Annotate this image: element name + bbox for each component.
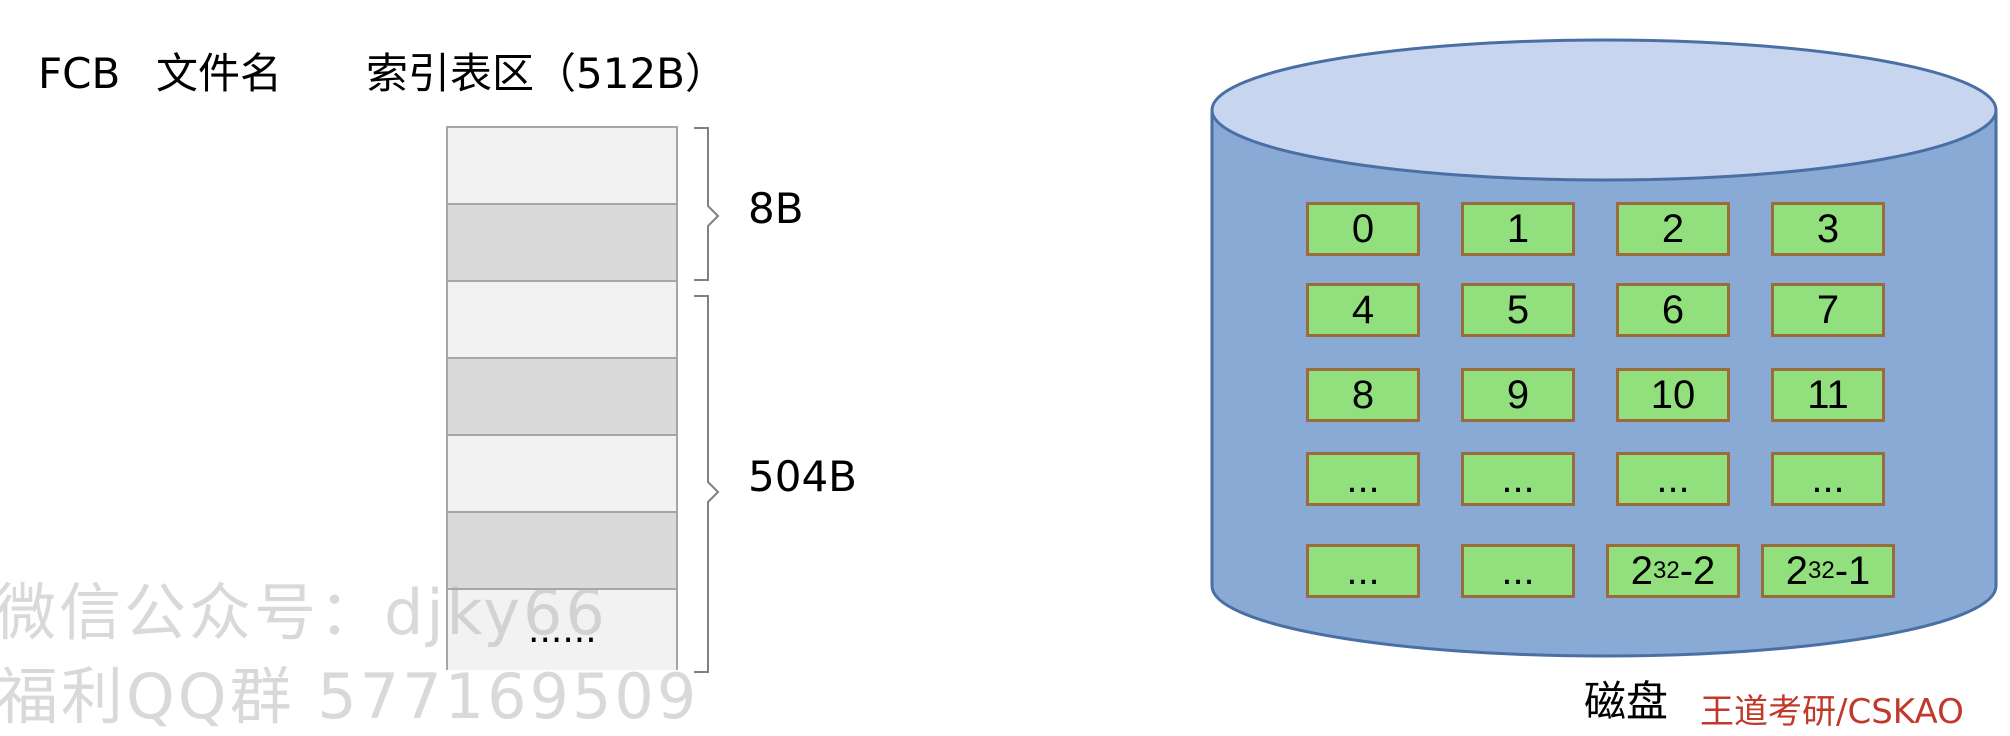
index-table-row [448,128,676,205]
watermark-line2: 福利QQ群 577169509 [0,660,700,733]
brace-504b-label: 504B [748,452,857,501]
disk-block: 11 [1771,368,1885,422]
index-table-row [448,359,676,436]
index-area-label: 索引表区（512B） [366,49,727,98]
disk-block: ... [1461,452,1575,506]
disk-block: 0 [1306,202,1420,256]
disk-block: 10 [1616,368,1730,422]
disk-block: ... [1616,452,1730,506]
brace-8b-label: 8B [748,184,804,233]
block-suffix: -2 [1679,548,1716,593]
braces [694,127,720,673]
block-exponent: 32 [1807,557,1835,584]
disk-block: ... [1306,452,1420,506]
index-table-row [448,205,676,282]
index-table: ...... [446,126,678,670]
brace-8b [694,127,720,281]
index-table-row [448,282,676,359]
disk-cylinder [1210,38,1998,658]
block-base: 2 [1630,548,1653,593]
disk-block: 4 [1306,283,1420,337]
disk-block: 5 [1461,283,1575,337]
disk-block: 8 [1306,368,1420,422]
disk-block: 1 [1461,202,1575,256]
block-exponent: 32 [1652,557,1680,584]
disk-block: ... [1306,544,1420,598]
filename-label: 文件名 [156,49,283,98]
disk-block: 6 [1616,283,1730,337]
index-table-row [448,513,676,590]
disk-block: 7 [1771,283,1885,337]
index-table-row: ...... [448,590,676,670]
disk-block: 3 [1771,202,1885,256]
index-table-ellipsis: ...... [528,610,597,651]
disk-block: 9 [1461,368,1575,422]
brace-504b [694,295,720,673]
disk-top [1210,38,1998,182]
disk-block: 2 [1616,202,1730,256]
block-base: 2 [1785,548,1808,593]
brand-text: 王道考研/CSKAO [1700,692,1964,732]
block-suffix: -1 [1834,548,1871,593]
disk-block: ... [1771,452,1885,506]
disk-block: ... [1461,544,1575,598]
disk-caption: 磁盘 [1584,677,1669,726]
index-table-row [448,436,676,513]
fcb-label: FCB [38,49,121,98]
watermark-line1: 微信公众号：djky66 [0,576,608,649]
